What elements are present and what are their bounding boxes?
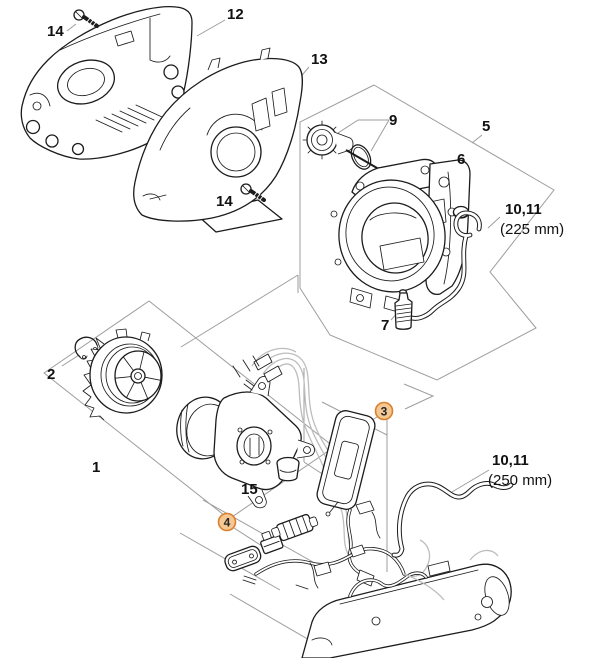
switch-harness-group bbox=[224, 513, 431, 590]
housing-cover-inner bbox=[133, 47, 304, 233]
screw-top bbox=[73, 9, 99, 28]
hose-250mm bbox=[391, 481, 514, 558]
callout-7: 7 bbox=[381, 317, 389, 334]
callout-labels: 14 12 13 9 5 6 10,11 (225 mm) 14 7 2 1 1… bbox=[47, 6, 564, 498]
callout-13: 13 bbox=[311, 51, 328, 68]
highlighted-callout-3[interactable]: 3 bbox=[374, 401, 394, 421]
fan-housing-assembly bbox=[330, 158, 471, 313]
hose-225mm bbox=[406, 210, 482, 321]
callout-3[interactable]: 3 bbox=[381, 405, 388, 419]
grease-tube bbox=[394, 289, 413, 330]
control-unit bbox=[316, 410, 381, 587]
callout-4[interactable]: 4 bbox=[224, 516, 231, 530]
callout-6: 6 bbox=[457, 151, 465, 168]
callout-10-11-b-length: (250 mm) bbox=[488, 472, 552, 489]
grommet bbox=[276, 456, 300, 482]
bottom-motor-housing bbox=[301, 549, 512, 658]
callout-5: 5 bbox=[482, 118, 490, 135]
callout-14-top: 14 bbox=[47, 23, 64, 40]
callout-2: 2 bbox=[47, 366, 55, 383]
callout-14-middle: 14 bbox=[216, 193, 233, 210]
callout-15: 15 bbox=[241, 481, 258, 498]
callout-12: 12 bbox=[227, 6, 244, 23]
callout-10-11-a: 10,11 bbox=[505, 201, 542, 218]
callout-10-11-a-length: (225 mm) bbox=[500, 221, 564, 238]
highlighted-callout-4[interactable]: 4 bbox=[217, 512, 237, 532]
callout-1: 1 bbox=[92, 459, 100, 476]
flywheel bbox=[82, 328, 163, 421]
screw-middle bbox=[240, 183, 266, 202]
callout-10-11-b: 10,11 bbox=[492, 452, 529, 469]
oil-pump-assembly bbox=[302, 120, 380, 171]
callout-9: 9 bbox=[389, 112, 397, 129]
